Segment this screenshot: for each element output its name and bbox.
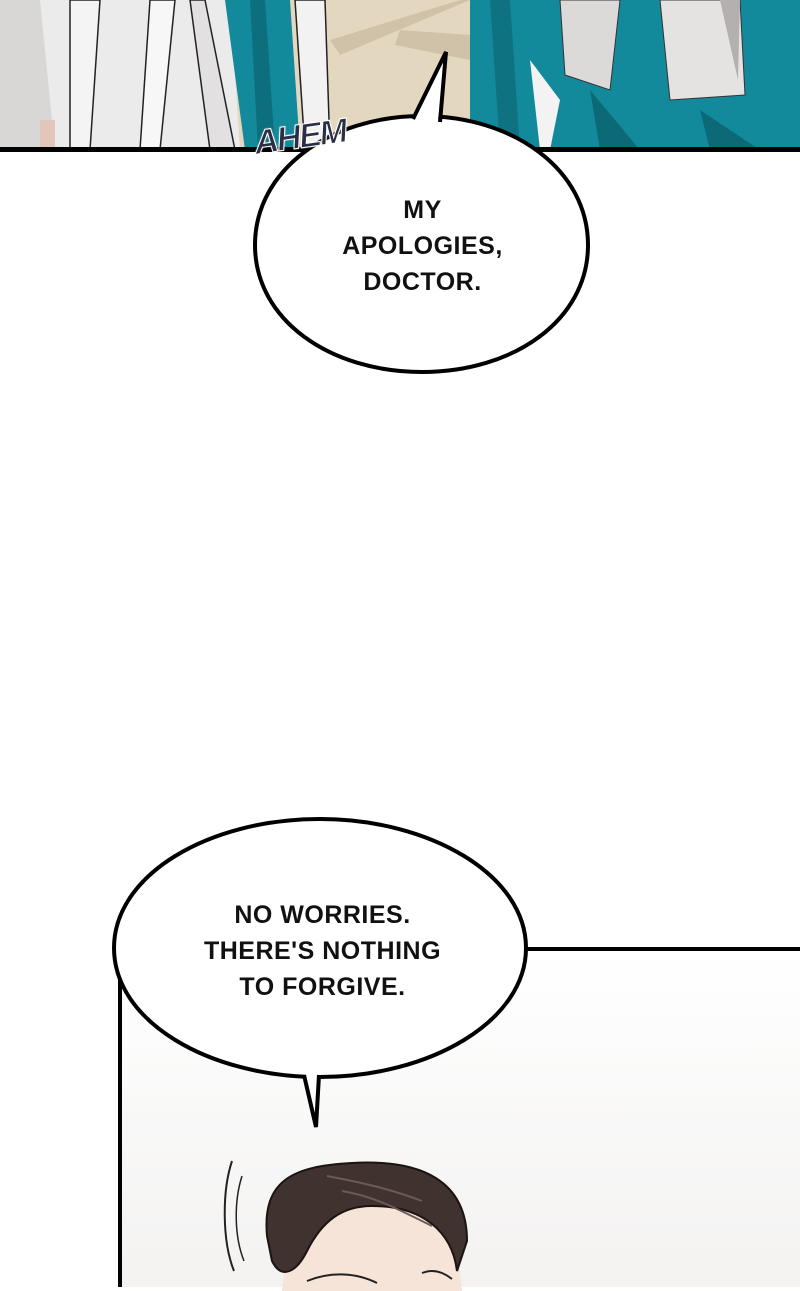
man-with-glasses-illustration <box>223 1160 469 1291</box>
top-panel <box>0 0 800 150</box>
speech-bubble-2 <box>111 816 529 1128</box>
speech-bubble-2-text: NO WORRIES. THERE'S NOTHING TO FORGIVE. <box>160 897 485 1005</box>
speech-bubble-1 <box>252 51 591 375</box>
bubble-line: MY <box>403 196 442 224</box>
bubble-line: DOCTOR. <box>363 268 482 296</box>
robed-figures-illustration <box>0 0 800 150</box>
bubble-line: TO FORGIVE. <box>239 973 406 1001</box>
speech-bubble-1-text: MY APOLOGIES, DOCTOR. <box>300 192 545 300</box>
bubble-line: NO WORRIES. <box>234 901 411 929</box>
bubble-line: THERE'S NOTHING <box>203 937 442 965</box>
bubble-line: APOLOGIES, <box>342 232 503 260</box>
